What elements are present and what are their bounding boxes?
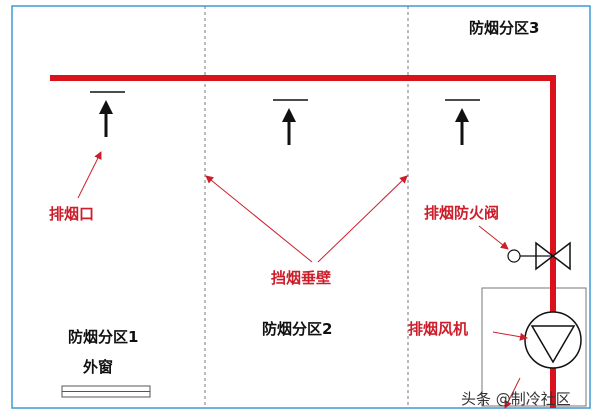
window-label: 外窗 <box>82 358 113 376</box>
smoke-fan-label: 排烟风机 <box>408 320 468 338</box>
smoke-outlet-2 <box>273 99 308 145</box>
smoke-outlet-3 <box>445 99 480 145</box>
fan-icon <box>524 311 582 369</box>
zone1-label: 防烟分区1 <box>68 328 138 346</box>
smoke-outlet-1 <box>90 91 125 137</box>
valve-icon <box>507 241 571 271</box>
fire-damper-label: 排烟防火阀 <box>424 204 499 222</box>
smoke-curtain-label: 挡烟垂壁 <box>271 269 331 287</box>
zone3-label: 防烟分区3 <box>469 19 539 37</box>
leader-curtain-left <box>205 175 313 263</box>
up-arrow-icon <box>99 100 113 137</box>
leader-curtain-right <box>317 175 408 263</box>
zone2-label: 防烟分区2 <box>262 320 332 338</box>
up-arrow-icon <box>455 108 469 145</box>
leader-fan <box>492 331 528 341</box>
watermark: 头条 @制冷社区 <box>461 390 571 408</box>
leader-smoke-outlet <box>77 151 102 199</box>
fan-room <box>481 287 587 407</box>
building-outline <box>11 5 591 409</box>
smoke-outlet-label: 排烟口 <box>49 205 94 223</box>
leader-fan-bottom <box>504 377 521 409</box>
up-arrow-icon <box>282 108 296 145</box>
leader-damper <box>478 225 509 250</box>
